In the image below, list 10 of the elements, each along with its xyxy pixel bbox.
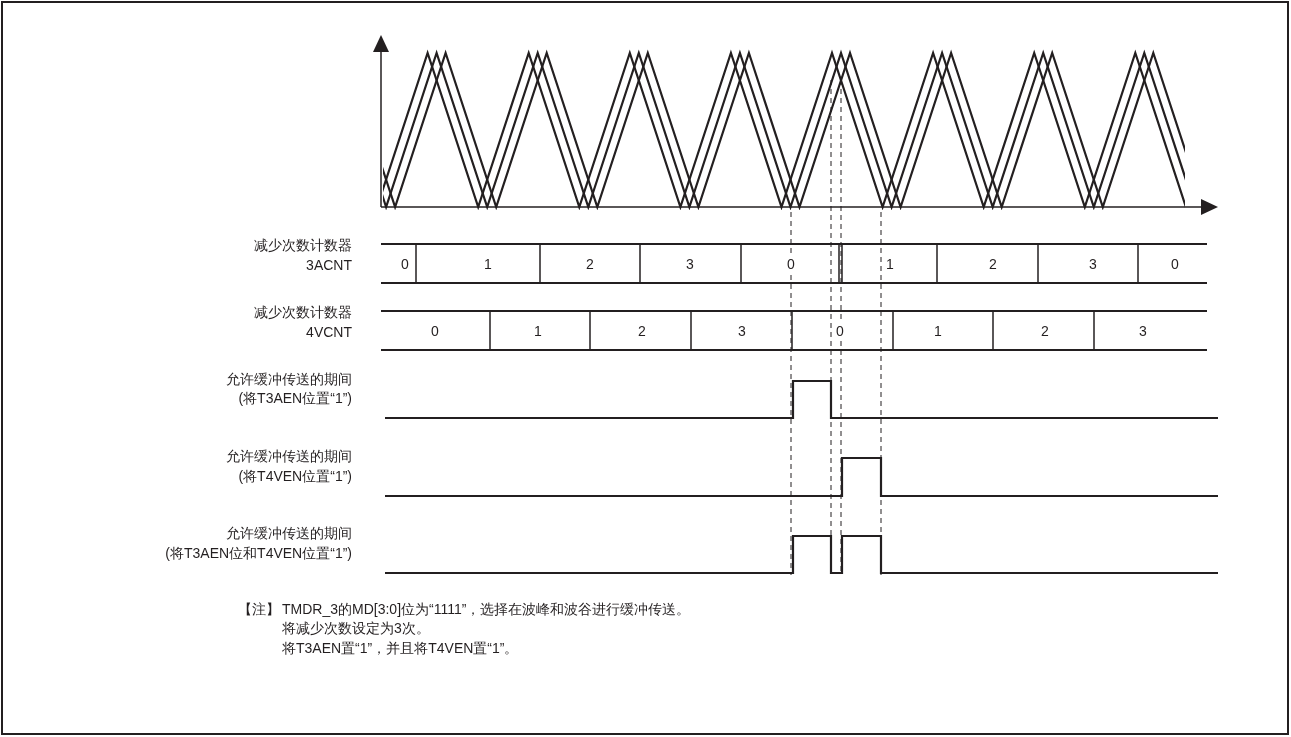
signal-name: (将T4VEN位置“1”): [238, 467, 352, 485]
signal-name: 减少次数计数器: [254, 236, 352, 254]
signal-name: 允许缓冲传送的期间: [226, 370, 352, 388]
bus-value: 0: [836, 322, 844, 340]
bus-value: 0: [787, 255, 795, 273]
signal-name: 允许缓冲传送的期间: [226, 447, 352, 465]
signal-name: (将T3AEN位置“1”): [238, 389, 352, 407]
signal-name: 减少次数计数器: [254, 303, 352, 321]
signal-name: (将T3AEN位和T4VEN位置“1”): [165, 544, 352, 562]
signal-name: 允许缓冲传送的期间: [226, 524, 352, 542]
